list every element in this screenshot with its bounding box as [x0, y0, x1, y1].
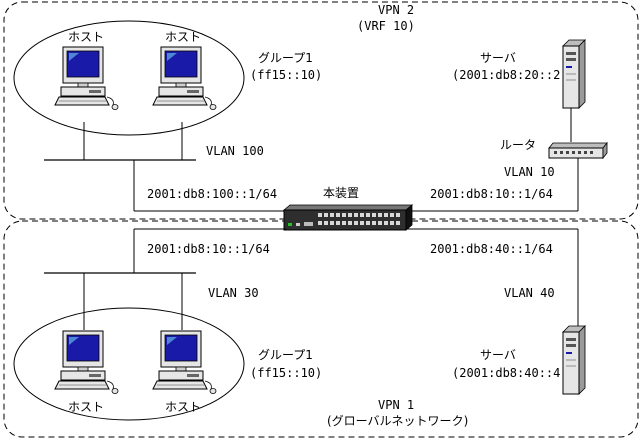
vpn2-title: VPN 2 — [378, 3, 414, 17]
vpn2-group-label: グループ1 — [258, 51, 313, 65]
vpn2-host-left-label: ホスト — [68, 30, 104, 44]
vpn1-area — [3, 220, 639, 438]
vpn1-multicast-group — [13, 307, 245, 421]
vpn1-right-interface-address: 2001:db8:40::1/64 — [430, 242, 553, 256]
vpn1-vlan30-label: VLAN 30 — [208, 286, 259, 300]
vpn2-server-address: (2001:db8:20::2) — [452, 68, 568, 82]
switch-device-icon — [282, 204, 414, 231]
vpn2-left-interface-address: 2001:db8:100::1/64 — [147, 187, 277, 201]
vpn1-host-left-label: ホスト — [68, 400, 104, 414]
vpn1-title: VPN 1 — [378, 398, 414, 412]
vpn2-vlan10-label: VLAN 10 — [504, 165, 555, 179]
vpn2-vlan100-label: VLAN 100 — [206, 144, 264, 158]
vpn2-router-label: ルータ — [500, 138, 536, 152]
vpn2-right-interface-address: 2001:db8:10::1/64 — [430, 187, 553, 201]
vpn2-host-right-label: ホスト — [165, 30, 201, 44]
vpn1-server-label: サーバ — [480, 348, 516, 362]
vpn2-host-right-pc-icon — [152, 46, 217, 110]
vpn1-group-address: (ff15::10) — [250, 366, 322, 380]
vpn2-subtitle: (VRF 10) — [357, 19, 415, 33]
vpn1-server-address: (2001:db8:40::4) — [452, 366, 568, 380]
vpn1-host-right-label: ホスト — [165, 400, 201, 414]
vpn2-multicast-group — [13, 20, 245, 136]
vpn2-group-address: (ff15::10) — [250, 68, 322, 82]
router-icon — [548, 141, 608, 160]
device-label: 本装置 — [323, 186, 359, 200]
vpn1-left-interface-address: 2001:db8:10::1/64 — [147, 242, 270, 256]
vpn1-group-label: グループ1 — [258, 348, 313, 362]
vpn1-host-right-pc-icon — [152, 330, 217, 394]
vpn1-vlan40-label: VLAN 40 — [504, 286, 555, 300]
vpn2-server-label: サーバ — [480, 51, 516, 65]
vpn1-server-icon — [562, 325, 586, 395]
vpn2-server-icon — [562, 39, 586, 109]
vpn2-host-left-pc-icon — [54, 46, 119, 110]
vpn1-subtitle: (グローバルネットワーク) — [327, 414, 468, 428]
vpn1-host-left-pc-icon — [54, 330, 119, 394]
